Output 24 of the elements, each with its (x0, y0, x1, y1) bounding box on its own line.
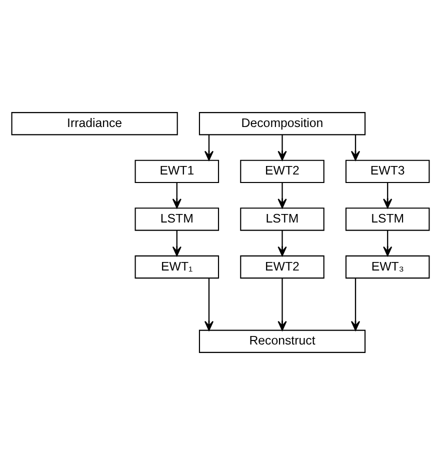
arrow (350, 278, 360, 331)
arrow (278, 278, 287, 331)
node-box: LSTM (240, 208, 324, 231)
node-box: EWT2 (240, 160, 324, 183)
arrow (172, 230, 182, 256)
arrow (204, 134, 214, 161)
node-box: Decomposition (198, 112, 366, 136)
arrow (204, 278, 214, 331)
node-box: EWT₁ (134, 255, 220, 279)
node-box: EWT₃ (345, 255, 430, 279)
arrow (278, 182, 287, 208)
node-box: Irradiance (11, 112, 178, 136)
arrow (383, 230, 392, 256)
arrow (278, 230, 287, 256)
node-box: EWT2 (240, 255, 324, 279)
node-box: EWT3 (345, 160, 430, 183)
node-box: EWT1 (134, 160, 220, 183)
node-box: Reconstruct (198, 330, 366, 353)
arrow (172, 182, 182, 208)
arrow (383, 182, 392, 208)
arrow (278, 134, 287, 161)
node-box: LSTM (134, 208, 220, 231)
node-box: LSTM (345, 208, 430, 231)
arrow (350, 134, 360, 161)
